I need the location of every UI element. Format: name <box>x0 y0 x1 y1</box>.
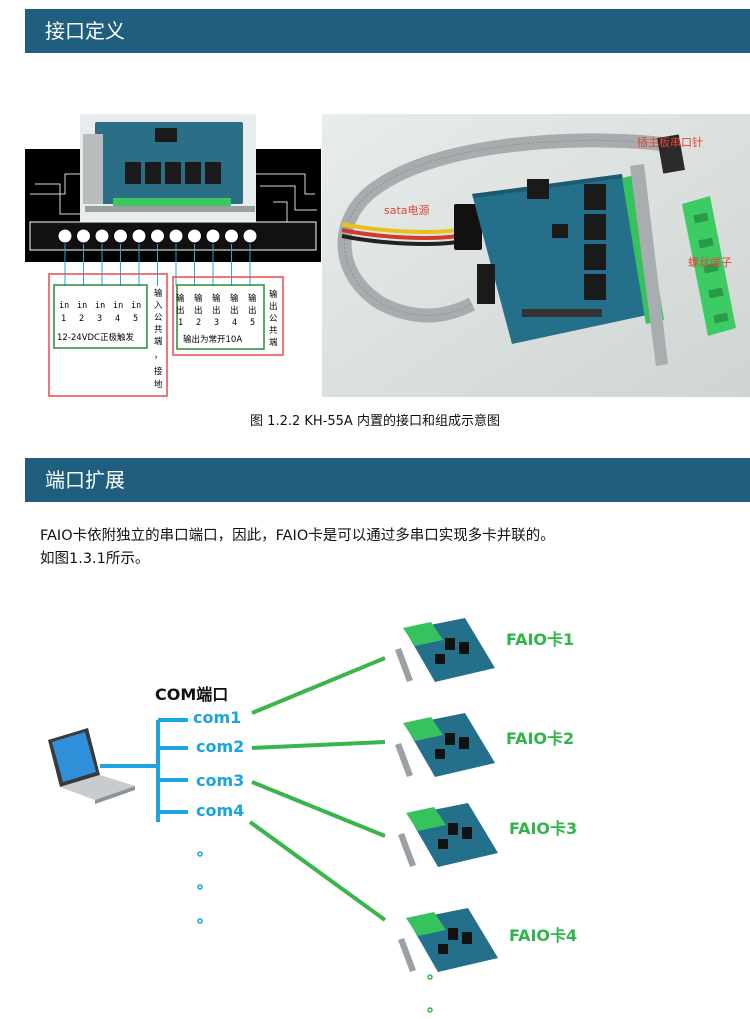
input-pin-number: 4 <box>115 314 120 324</box>
output-pin-label: 出 <box>176 305 185 316</box>
faio-card-image <box>398 803 498 867</box>
com-port-label: com2 <box>196 737 244 756</box>
output-pin-label: 输 <box>194 293 203 304</box>
input-pin-label: in <box>113 301 123 311</box>
terminal-screw <box>168 228 184 244</box>
section-header-interface: 接口定义 <box>25 9 750 53</box>
output-pin-label: 输 <box>176 293 185 304</box>
vchar: 端 <box>269 337 278 348</box>
faio-card-label: FAIO卡1 <box>506 630 574 649</box>
terminal-screw <box>94 228 110 244</box>
faio-card-image <box>398 908 498 972</box>
output-pin-number: 4 <box>232 318 237 328</box>
label-screw-terminal: 螺丝端子 <box>688 256 732 269</box>
output-pin-label: 出 <box>248 305 257 316</box>
figure-caption: 图 1.2.2 KH-55A 内置的接口和组成示意图 <box>250 414 500 429</box>
input-pin-label: in <box>131 301 141 311</box>
terminal-screw <box>150 228 165 244</box>
section-title: 接口定义 <box>45 19 125 43</box>
faio-card-label: FAIO卡4 <box>509 926 577 945</box>
com-port-label: com4 <box>196 801 244 820</box>
output-common-label: 输 出 公 共 端 <box>269 289 278 348</box>
input-pin-number: 1 <box>61 314 66 324</box>
vchar: 接 <box>154 366 163 377</box>
input-pin-labels: in in in in in 1 2 3 4 5 12-24VDC正极触发 <box>57 301 141 343</box>
output-pin-label: 输 <box>248 293 257 304</box>
section-header-expansion: 端口扩展 <box>25 458 750 502</box>
vchar: 输 <box>154 288 163 299</box>
terminal-screw <box>57 228 73 244</box>
terminal-screw <box>113 228 128 244</box>
output-pin-number: 2 <box>196 318 201 328</box>
label-sata-power: sata电源 <box>384 203 430 217</box>
multi-card-network-diagram: COM端口 com1 com2 com3 com4 FAIO卡1 FAIO卡2 … <box>48 618 577 1013</box>
vchar: 公 <box>154 313 163 323</box>
inset-board-photo <box>80 114 256 226</box>
input-pin-number: 5 <box>133 314 138 324</box>
input-common-label: 输 入 公 共 端 ， 接 地 <box>154 288 163 390</box>
input-pin-number: 2 <box>79 314 84 324</box>
com-port-label: com3 <box>196 771 244 790</box>
terminal-wiring-diagram: in in in in in 1 2 3 4 5 12-24VDC正极触发 输 … <box>25 114 321 397</box>
terminal-screw <box>205 228 221 244</box>
terminal-screw <box>187 228 202 244</box>
input-pin-label: in <box>77 301 87 311</box>
output-pin-number: 3 <box>214 318 219 328</box>
output-pin-label: 输 <box>212 293 221 304</box>
output-rating-label: 输出为常开10A <box>183 334 242 345</box>
terminal-screw <box>242 228 258 244</box>
input-pin-number: 3 <box>97 314 102 324</box>
terminal-screw <box>76 228 91 244</box>
vchar: 公 <box>269 314 278 324</box>
body-paragraph-line: 如图1.3.1所示。 <box>40 551 150 567</box>
laptop-icon <box>48 728 135 804</box>
vchar: 共 <box>154 325 163 335</box>
output-pin-number: 1 <box>178 318 183 328</box>
vchar: 端 <box>154 336 163 347</box>
label-header-pin: 插主板串口针 <box>637 135 703 149</box>
vchar: 地 <box>154 379 163 390</box>
faio-card-image <box>395 713 495 777</box>
input-range-label: 12-24VDC正极触发 <box>57 332 134 343</box>
output-pin-label: 输 <box>230 293 239 304</box>
terminal-screw <box>224 228 239 244</box>
vchar: ， <box>154 351 163 361</box>
vchar: 输 <box>269 289 278 300</box>
com-port-title: COM端口 <box>155 685 228 704</box>
output-pin-label: 出 <box>230 305 239 316</box>
board-photo: 插主板串口针 sata电源 螺丝端子 <box>322 114 750 397</box>
faio-card-label: FAIO卡3 <box>509 819 577 838</box>
terminal-screw <box>131 228 147 244</box>
input-pin-label: in <box>95 301 105 311</box>
output-pin-label: 出 <box>212 305 221 316</box>
body-paragraph-line: FAIO卡依附独立的串口端口，因此，FAIO卡是可以通过多串口实现多卡并联的。 <box>40 528 555 544</box>
section-title: 端口扩展 <box>45 468 125 492</box>
faio-card-image <box>395 618 495 682</box>
output-pin-label: 出 <box>194 305 203 316</box>
com-port-label: com1 <box>193 708 241 727</box>
output-pin-labels: 输 输 输 输 输 出 出 出 出 出 1 2 3 4 5 输出为常开10A <box>176 293 257 345</box>
vchar: 入 <box>154 301 163 311</box>
output-pin-number: 5 <box>250 318 255 328</box>
faio-card-label: FAIO卡2 <box>506 729 574 748</box>
input-pin-label: in <box>59 301 69 311</box>
vchar: 共 <box>269 326 278 336</box>
vchar: 出 <box>269 301 278 312</box>
